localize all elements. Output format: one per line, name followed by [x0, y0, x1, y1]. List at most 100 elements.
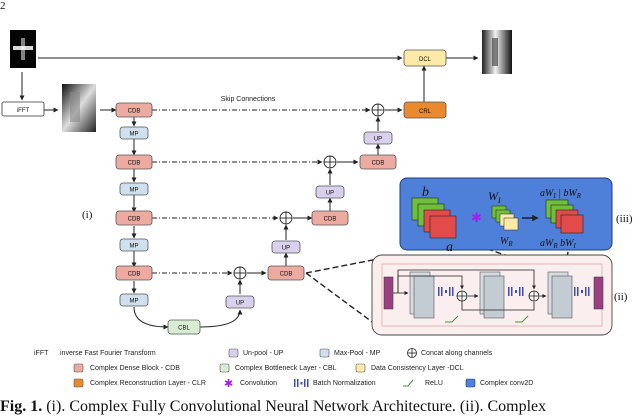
encoder-mp-3-label: MP [130, 244, 139, 250]
legend-ifft-desc: inverse Fast Fourier Transform [60, 350, 156, 357]
kernel-stack [491, 205, 519, 231]
legend-dcl: Data Consistency Layer -DCL [371, 365, 464, 372]
dense-conv-unit-3 [547, 271, 573, 319]
legend-maxpool-swatch [319, 348, 330, 358]
encoder-mp-3: MP [119, 238, 149, 252]
decoder-cdb-2-label: CDB [324, 217, 337, 223]
input-kspace-image [10, 30, 36, 68]
input-undersampled-image [62, 84, 96, 132]
dense-block-panel [371, 254, 613, 336]
decoder-up-2: UP [271, 240, 301, 254]
figure-caption: Fig. 1. (i). Complex Fully Convolutional… [0, 396, 640, 420]
crl-block: CRL [403, 101, 447, 119]
encoder-mp-2-label: MP [130, 188, 139, 194]
label-i: (i) [82, 209, 93, 221]
dense-input-bar [383, 276, 394, 310]
figure-caption-text: (i). Complex Fully Convolutional Neural … [46, 398, 547, 415]
concat-node-1 [371, 103, 385, 117]
dense-output-bar [593, 276, 604, 310]
output-feature-stack [545, 199, 584, 234]
legend-unpool: Un-pool - UP [243, 350, 284, 357]
legend: iFFT inverse Fast Fourier Transform Un-p… [34, 348, 533, 390]
label-ii: (ii) [614, 291, 628, 303]
dense-relu-markers [445, 315, 529, 323]
legend-relu: ReLU [425, 380, 443, 387]
encoder-mp-1: MP [119, 126, 149, 140]
kernel-wi-label: WI [488, 189, 501, 205]
legend-conv2d-swatch [465, 378, 476, 388]
decoder: UP CDB UP CDB UP CDB UP [225, 131, 397, 309]
legend-concat-icon [407, 348, 417, 358]
decoder-up-3: UP [315, 185, 345, 199]
dense-conv-unit-1 [409, 271, 435, 319]
decoder-up-1: UP [225, 295, 255, 309]
input-b-label: b [422, 185, 429, 200]
crl-block-label: CRL [419, 109, 432, 115]
legend-bn-icon [294, 379, 309, 387]
output-top-label: aWI | bWR [540, 188, 582, 200]
legend-cdb: Complex Dense Block - CDB [90, 365, 180, 372]
architecture-diagram: 2 [0, 0, 633, 390]
kernel-wr-label: WR [500, 236, 513, 248]
dcl-block-label: DCL [419, 57, 432, 63]
legend-crl: Complex Reconstruction Layer - CLR [90, 380, 206, 387]
ifft-block: iFFT [1, 101, 45, 117]
dense-concat-nodes [456, 290, 540, 302]
decoder-up-4: UP [363, 131, 393, 145]
legend-conv: Convolution [240, 380, 277, 387]
decoder-cdb-3: CDB [359, 154, 397, 170]
encoder-cdb-3: CDB [115, 210, 153, 226]
encoder: CDB MP CDB MP CDB MP CDB MP [115, 102, 153, 307]
legend-dcl-swatch [355, 363, 366, 373]
decoder-up-3-label: UP [326, 191, 334, 197]
concat-node-4 [233, 266, 247, 280]
label-iii: (iii) [616, 213, 633, 225]
encoder-cdb-3-label: CDB [128, 217, 141, 223]
legend-cdb-swatch [73, 363, 84, 373]
encoder-mp-1-label: MP [130, 132, 139, 138]
ifft-block-label: iFFT [17, 108, 30, 114]
decoder-cdb-1: CDB [267, 265, 305, 281]
output-bottom-label: aWR bWI [540, 238, 576, 250]
legend-relu-icon [403, 379, 414, 387]
legend-cbl-swatch [219, 363, 230, 373]
figure-caption-label: Fig. 1. [0, 398, 43, 415]
dense-conv-unit-2 [479, 271, 505, 319]
decoder-cdb-3-label: CDB [372, 161, 385, 167]
legend-convolution-icon: ✱ [224, 377, 233, 390]
encoder-cdb-4: CDB [115, 265, 153, 281]
output-reconstructed-image [482, 30, 512, 74]
skip-connections-label: Skip Connections [221, 96, 276, 103]
encoder-mp-4: MP [119, 293, 149, 307]
dense-bn-markers [438, 287, 590, 296]
concat-node-3 [279, 211, 293, 225]
legend-concat: Concat along channels [421, 350, 493, 357]
page-number: 2 [0, 0, 6, 12]
legend-crl-swatch [73, 378, 84, 388]
cbl-block-label: CBL [178, 326, 190, 332]
encoder-cdb-1: CDB [115, 102, 153, 118]
complex-conv-panel: b a ✱ WI WR aWI | bWR aWR bWI [399, 177, 613, 255]
concat-node-2 [323, 155, 337, 169]
input-feature-stack [411, 197, 457, 239]
decoder-cdb-1-label: CDB [280, 272, 293, 278]
legend-unpool-swatch [228, 348, 239, 358]
dcl-block: DCL [403, 49, 447, 67]
cbl-block: CBL [167, 319, 201, 335]
legend-ifft-key: iFFT [34, 350, 49, 357]
decoder-up-2-label: UP [282, 246, 290, 252]
encoder-mp-4-label: MP [130, 299, 139, 305]
encoder-cdb-2-label: CDB [128, 161, 141, 167]
convolution-icon: ✱ [471, 211, 482, 226]
decoder-up-4-label: UP [374, 137, 382, 143]
decoder-cdb-2: CDB [311, 210, 349, 226]
legend-bn: Batch Normalization [313, 380, 376, 387]
decoder-up-1-label: UP [236, 301, 244, 307]
encoder-mp-2: MP [119, 182, 149, 196]
legend-maxpool: Max-Pool - MP [334, 350, 381, 357]
input-a-label: a [446, 240, 453, 255]
encoder-cdb-1-label: CDB [128, 109, 141, 115]
legend-conv2d: Complex conv2D [480, 380, 533, 387]
encoder-cdb-4-label: CDB [128, 272, 141, 278]
concat-nodes [233, 103, 385, 280]
